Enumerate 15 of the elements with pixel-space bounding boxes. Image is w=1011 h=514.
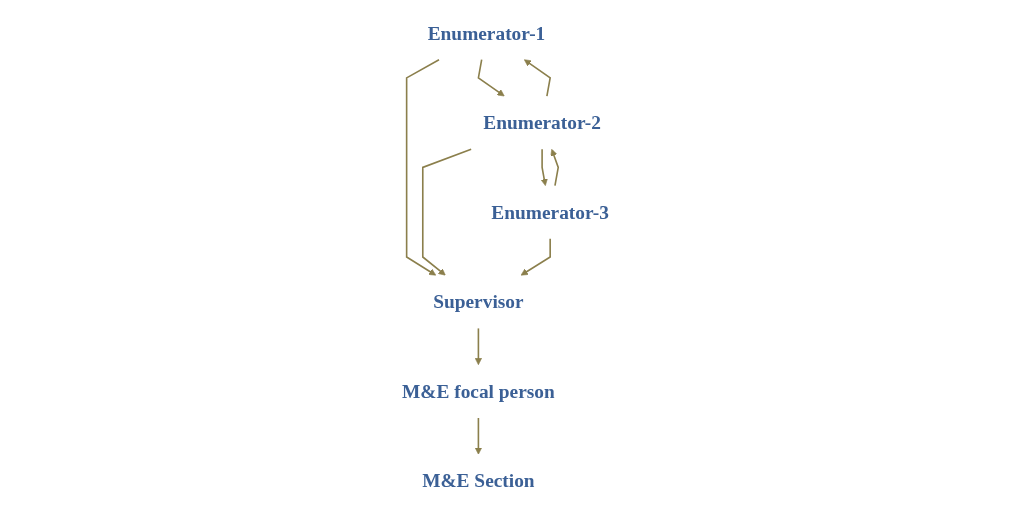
arrow — [405, 58, 440, 276]
node-text: Enumerator-2 — [483, 112, 601, 134]
node-text: M&E focal person — [402, 380, 555, 402]
arrow — [474, 327, 482, 366]
arrow — [540, 148, 548, 186]
arrow — [421, 148, 472, 276]
arrow — [477, 58, 505, 97]
arrow — [524, 59, 552, 97]
node-text: M&E Section — [422, 470, 535, 492]
arrow — [520, 238, 551, 276]
arrow — [550, 148, 560, 187]
arrow — [474, 417, 482, 455]
node-text: Supervisor — [433, 291, 524, 313]
node-text: Enumerator-3 — [491, 201, 609, 223]
node-text: Enumerator-1 — [427, 22, 546, 44]
